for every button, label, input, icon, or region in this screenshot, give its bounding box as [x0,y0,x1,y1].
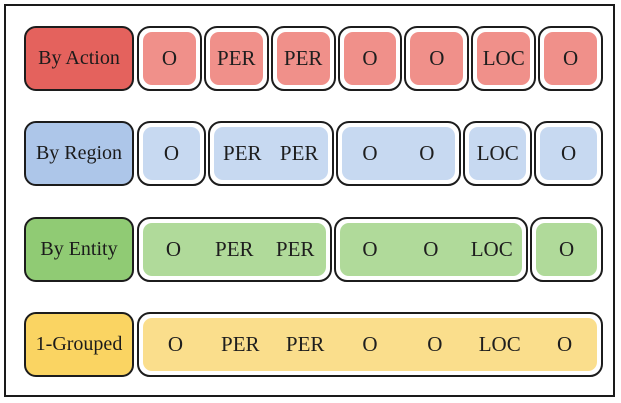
token-group-fill: PER [276,32,330,85]
token-area: O PER PER O O LOC O [137,26,604,91]
row-label-by-entity: By Entity [24,216,134,282]
token-group-fill: LOC [469,127,527,181]
row-1-grouped: 1-Grouped O PER PER O O LOC O [24,311,603,377]
row-label-by-action: By Action [24,26,134,91]
token-group-fill: O [143,127,200,181]
row-by-entity: By Entity O PER PER O O LOC O [24,216,604,282]
token-group: O O LOC [333,216,529,282]
token-group-fill: O [540,127,598,181]
token-group-fill: O PER PER [143,222,326,276]
token-per: PER [223,141,262,166]
token-loc: LOC [482,46,525,70]
token-group: O [337,26,403,91]
token-o: O [362,331,378,356]
row-label-by-region: By Region [24,121,134,187]
token-o: O [559,236,575,261]
token-group: PER [270,26,336,91]
token-group: O [538,26,604,91]
token-o: O [419,141,435,166]
token-group: PER [203,26,269,91]
token-o: O [563,46,579,70]
token-group: O [137,26,202,91]
token-o: O [362,141,378,166]
token-per: PER [275,236,315,261]
token-group: O [404,26,470,91]
token-group: PER PER [207,121,334,187]
token-group: O PER PER O O LOC O [137,311,603,377]
token-group-fill: O PER PER O O LOC O [143,317,597,371]
token-o: O [163,141,180,166]
token-group-fill: O [143,32,196,85]
token-o: O [429,46,445,70]
token-o: O [362,236,378,261]
row-by-action: By Action O PER PER O O LOC O [24,26,604,91]
token-o: O [167,331,184,356]
token-o: O [362,46,378,70]
token-group-fill: PER PER [213,127,328,181]
token-group: O PER PER [137,216,332,282]
token-area: O PER PER O O LOC O [137,216,604,282]
token-o: O [161,46,178,70]
token-per: PER [221,331,260,356]
token-per: PER [279,141,319,166]
token-group-fill: PER [209,32,263,85]
token-loc: LOC [476,141,519,166]
token-per: PER [283,46,323,70]
token-o: O [427,331,443,356]
token-o: O [557,331,573,356]
token-area: O PER PER O O LOC O [137,311,603,377]
token-group-fill: O [343,32,397,85]
token-o: O [165,236,182,261]
token-group-fill: O [544,32,598,85]
token-group-fill: LOC [477,32,531,85]
token-per: PER [285,331,325,356]
token-group: O [137,121,206,187]
token-group: O [534,121,604,187]
token-group: LOC [471,26,537,91]
token-o: O [561,141,577,166]
token-loc: LOC [470,236,513,261]
token-group-fill: O O LOC [339,222,523,276]
token-group-fill: O [410,32,464,85]
token-per: PER [217,46,256,70]
token-group: O [530,216,604,282]
token-group-fill: O [536,222,598,276]
row-label-1-grouped: 1-Grouped [24,311,134,377]
token-per: PER [215,236,254,261]
token-loc: LOC [478,331,521,356]
token-o: O [423,236,439,261]
token-group: LOC [463,121,533,187]
